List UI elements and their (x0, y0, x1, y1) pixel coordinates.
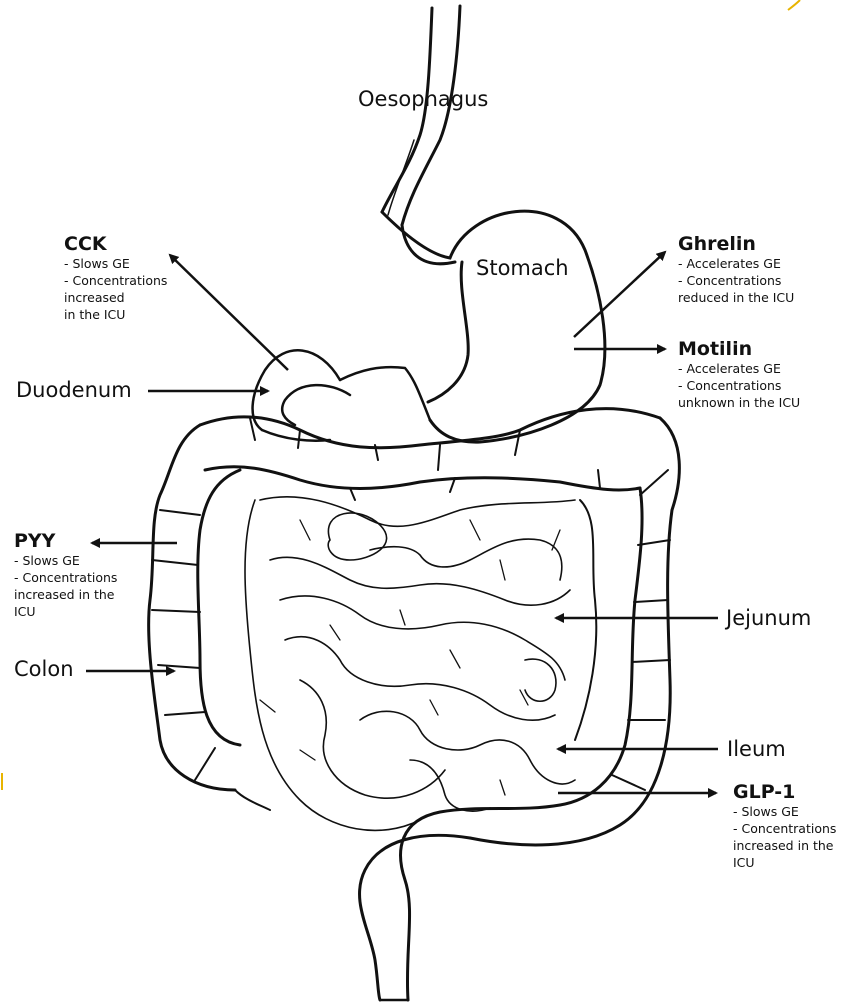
duodenum-shape (253, 350, 350, 440)
arrows (86, 252, 718, 793)
ghrelin-title: Ghrelin (678, 233, 794, 255)
cck-title: CCK (64, 233, 167, 255)
ghrelin-line-1: - Accelerates GE (678, 255, 794, 272)
jejunum-label: Jejunum (726, 606, 811, 630)
corner-mark-top-right (788, 0, 800, 10)
pyy-line-3: increased in the (14, 586, 117, 603)
cck-block: CCK - Slows GE - Concentrations increase… (64, 233, 167, 323)
ghrelin-block: Ghrelin - Accelerates GE - Concentration… (678, 233, 794, 306)
motilin-line-3: unknown in the ICU (678, 394, 800, 411)
oesophagus-label: Oesophagus (358, 87, 488, 111)
small-intestine-shape (245, 497, 575, 831)
motilin-title: Motilin (678, 338, 800, 360)
ghrelin-line-2: - Concentrations (678, 272, 794, 289)
pyy-line-2: - Concentrations (14, 569, 117, 586)
glp1-line-3: increased in the (733, 837, 836, 854)
arrow-cck (170, 255, 288, 370)
motilin-line-1: - Accelerates GE (678, 360, 800, 377)
colon-label: Colon (14, 657, 74, 681)
cck-line-3: increased (64, 289, 167, 306)
rectum-shape (360, 805, 560, 1000)
ascending-colon-shape (149, 425, 270, 810)
oesophagus-shape (382, 6, 460, 225)
glp1-line-4: ICU (733, 854, 836, 871)
ghrelin-line-3: reduced in the ICU (678, 289, 794, 306)
cck-line-1: - Slows GE (64, 255, 167, 272)
pyy-block: PYY - Slows GE - Concentrations increase… (14, 530, 117, 620)
cck-line-2: - Concentrations (64, 272, 167, 289)
pyy-title: PYY (14, 530, 117, 552)
ileum-label: Ileum (727, 737, 786, 761)
glp1-title: GLP-1 (733, 781, 836, 803)
pyy-line-4: ICU (14, 603, 117, 620)
motilin-line-2: - Concentrations (678, 377, 800, 394)
stomach-label: Stomach (476, 256, 569, 280)
stomach-shape (340, 211, 605, 442)
pyy-line-1: - Slows GE (14, 552, 117, 569)
glp1-line-2: - Concentrations (733, 820, 836, 837)
glp1-block: GLP-1 - Slows GE - Concentrations increa… (733, 781, 836, 871)
cck-line-4: in the ICU (64, 306, 167, 323)
motilin-block: Motilin - Accelerates GE - Concentration… (678, 338, 800, 411)
glp1-line-1: - Slows GE (733, 803, 836, 820)
duodenum-label: Duodenum (16, 378, 132, 402)
arrow-ghrelin (574, 252, 665, 337)
